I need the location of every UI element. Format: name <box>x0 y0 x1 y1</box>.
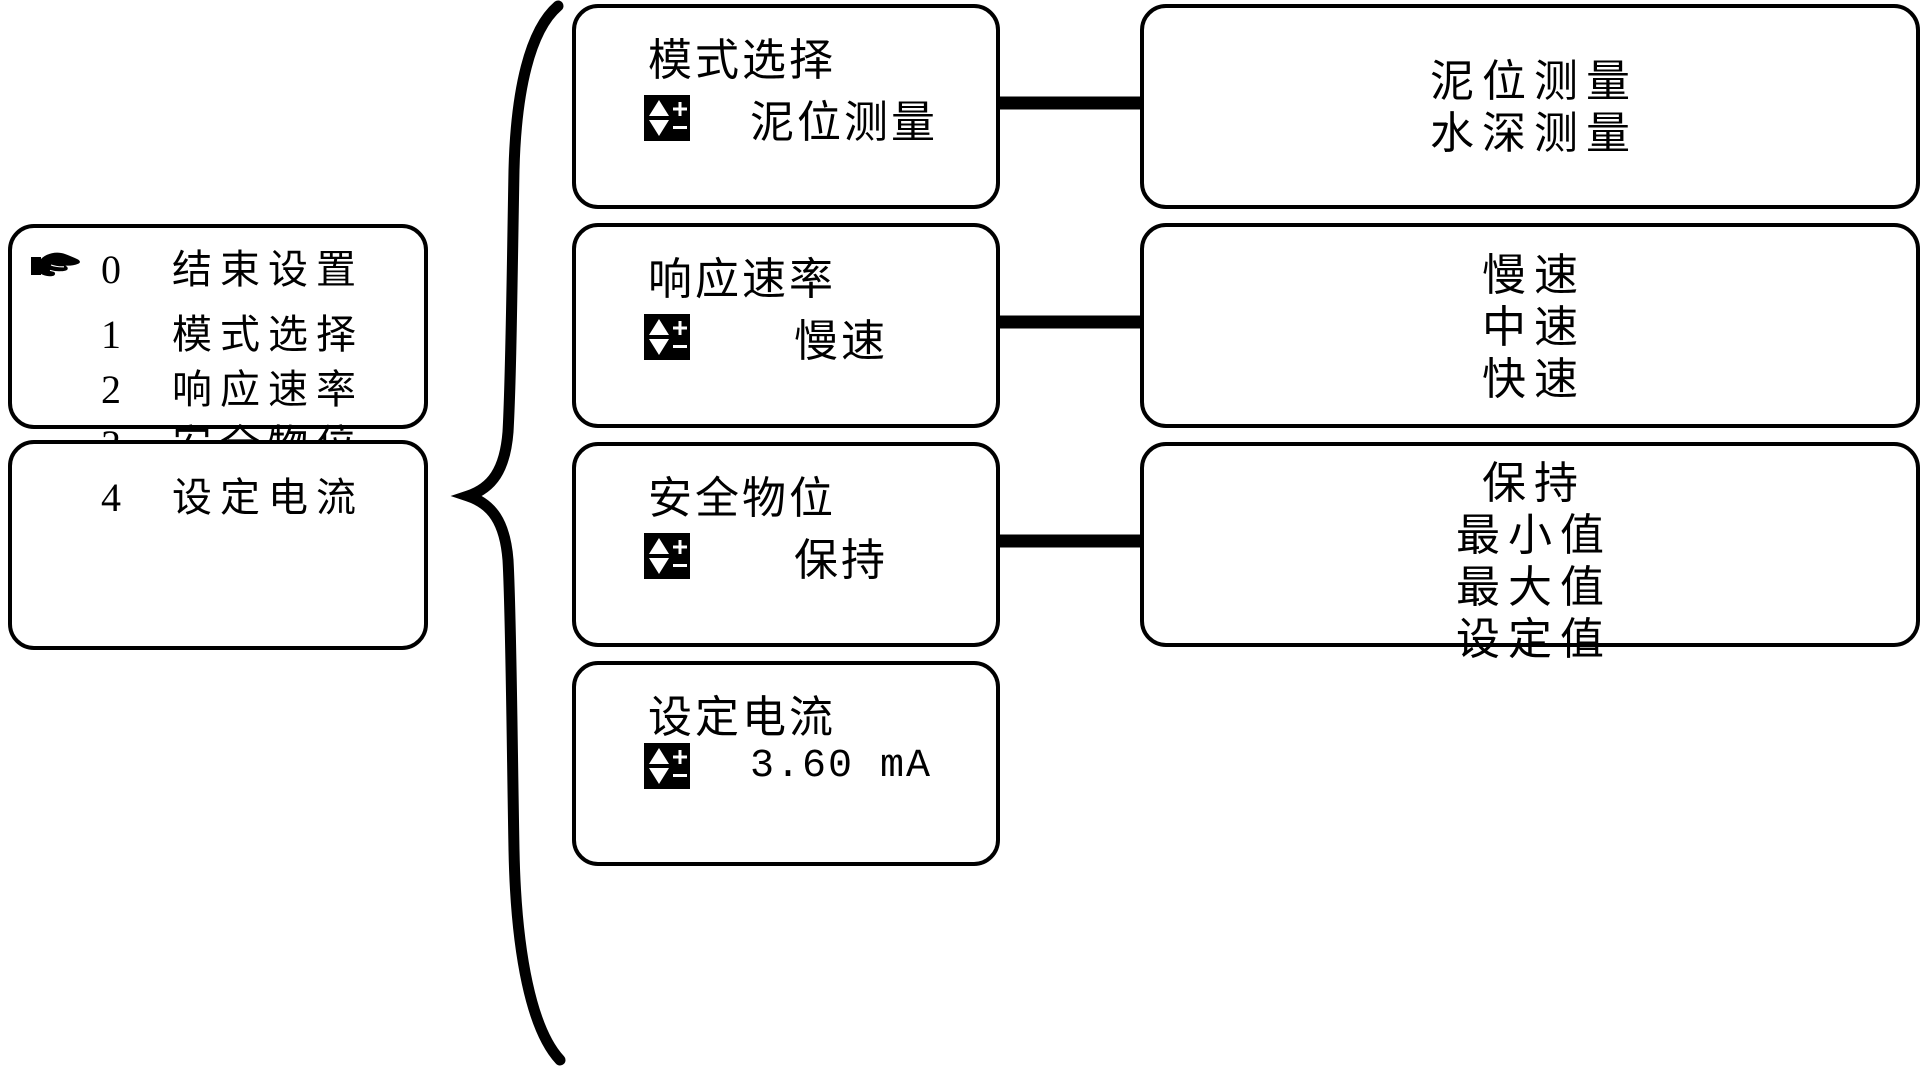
menu-label: 模式选择 <box>172 312 364 357</box>
menu-row[interactable]: 1 模式选择 <box>12 293 424 357</box>
param-value: 泥位测量 <box>750 98 938 147</box>
option-list: 泥位测量 水深测量 <box>1144 56 1916 160</box>
list-item[interactable]: 最大值 <box>1456 563 1612 612</box>
param-title: 安全物位 <box>648 474 836 523</box>
menu-row-group-upper: 0 结束设置 1 模式选择 2 响应速率 3 安全物位 <box>12 238 424 467</box>
left-curly-brace <box>450 0 566 1066</box>
menu-label: 设定电流 <box>172 475 364 520</box>
param-title: 设定电流 <box>648 693 836 742</box>
menu-row[interactable]: 0 结束设置 <box>12 238 424 293</box>
param-value: 保持 <box>794 536 888 585</box>
updown-plusminus-icon[interactable] <box>644 314 690 360</box>
menu-index: 0 <box>101 246 121 292</box>
menu-label: 响应速率 <box>172 367 364 412</box>
list-item[interactable]: 水深测量 <box>1430 109 1638 158</box>
list-item[interactable]: 泥位测量 <box>1430 57 1638 106</box>
option-box-mode[interactable]: 泥位测量 水深测量 <box>1140 4 1920 209</box>
param-box-set-current[interactable]: 设定电流 3.60 mA <box>572 661 1000 866</box>
menu-display-lower[interactable]: 4 设定电流 <box>8 440 428 650</box>
list-item[interactable]: 中速 <box>1482 303 1586 352</box>
param-box-response-rate[interactable]: 响应速率 慢速 <box>572 223 1000 428</box>
list-item[interactable]: 快速 <box>1482 355 1586 404</box>
param-value-row[interactable]: 慢速 <box>644 305 888 369</box>
menu-row[interactable]: 4 设定电流 <box>12 456 424 520</box>
menu-index: 4 <box>101 475 121 520</box>
param-value: 3.60 mA <box>750 743 933 789</box>
updown-plusminus-icon[interactable] <box>644 533 690 579</box>
option-box-safety-level[interactable]: 保持 最小值 最大值 设定值 <box>1140 442 1920 664</box>
param-box-mode-selection[interactable]: 模式选择 泥位测量 <box>572 4 1000 209</box>
menu-index: 2 <box>101 367 121 412</box>
list-item[interactable]: 保持 <box>1482 459 1586 508</box>
param-title: 模式选择 <box>648 36 836 85</box>
list-item[interactable]: 慢速 <box>1482 251 1586 300</box>
menu-index: 1 <box>101 312 121 357</box>
updown-plusminus-icon[interactable] <box>644 743 690 789</box>
option-box-response-rate[interactable]: 慢速 中速 快速 <box>1140 223 1920 428</box>
pointer-placeholder <box>22 293 94 348</box>
hand-pointer-icon <box>22 238 94 293</box>
menu-label: 结束设置 <box>172 246 364 292</box>
updown-plusminus-icon[interactable] <box>644 95 690 141</box>
menu-row-group-lower: 4 设定电流 <box>12 456 424 520</box>
option-list: 慢速 中速 快速 <box>1144 250 1916 406</box>
param-value: 慢速 <box>794 317 888 366</box>
pointer-placeholder <box>22 348 94 403</box>
list-item[interactable]: 设定值 <box>1456 615 1612 664</box>
option-list: 保持 最小值 最大值 设定值 <box>1144 458 1916 666</box>
param-value-row[interactable]: 泥位测量 <box>644 86 938 150</box>
list-item[interactable]: 最小值 <box>1456 511 1612 560</box>
menu-row[interactable]: 2 响应速率 <box>12 348 424 412</box>
menu-display-upper[interactable]: 0 结束设置 1 模式选择 2 响应速率 3 安全物位 <box>8 224 428 467</box>
param-title: 响应速率 <box>648 255 836 304</box>
param-value-row[interactable]: 3.60 mA <box>644 743 932 789</box>
param-box-safety-level[interactable]: 安全物位 保持 <box>572 442 1000 647</box>
pointer-placeholder <box>22 456 94 511</box>
param-value-row[interactable]: 保持 <box>644 524 888 588</box>
